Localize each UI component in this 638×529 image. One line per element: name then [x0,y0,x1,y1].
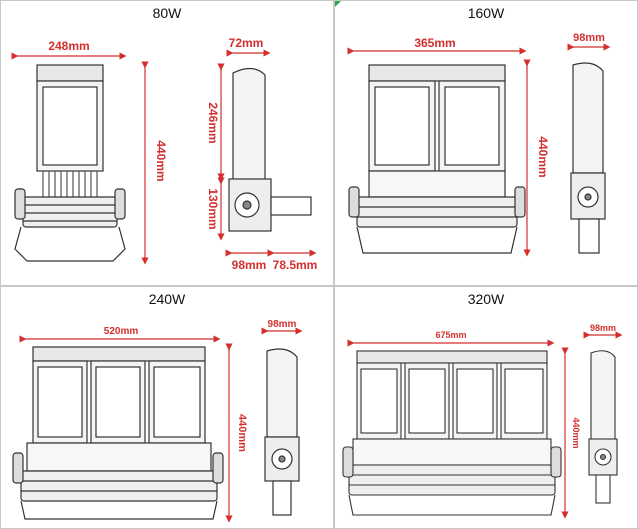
height-label: 440mm [536,136,550,177]
front-dimensions [11,52,149,265]
front-view [12,346,224,520]
panel-160w: 160W 365mm 440mm [334,0,638,286]
front-dimensions [347,339,569,519]
panel-title: 160W [467,5,505,21]
width-label: 248mm [48,39,89,53]
side-width-label: 72mm [229,36,264,50]
width-label: 675mm [435,330,466,340]
height-label: 440mm [571,417,581,448]
side-view [264,348,300,516]
diagram-240w: 520mm 440mm 98mm [12,319,303,523]
panel-title: 240W [148,291,186,307]
front-view [14,64,126,262]
width-label: 365mm [414,36,455,50]
side-width-label: 98mm [590,323,616,333]
side-bottom-left-label: 98mm [232,258,267,272]
side-width-label: 98mm [573,32,605,44]
height-label: 440mm [154,140,168,181]
side-lower-label: 130mm [206,188,220,229]
diagram-80w: 248mm 440mm 72mm 246mm 130mm 98mm 78.5 [11,36,318,272]
side-width-label: 98mm [268,319,297,330]
side-bottom-right-label: 78.5mm [273,258,318,272]
side-view [570,62,606,254]
diagram-320w: 675mm 440mm 98mm [342,323,623,519]
panel-240w: 240W 520mm 440mm [0,286,334,529]
corner-marker [335,1,341,7]
side-dimensions [217,49,317,257]
front-view [348,64,526,254]
panel-title: 80W [152,5,182,21]
side-view [588,350,618,504]
front-dimensions [347,47,531,257]
panel-title: 320W [467,291,505,307]
height-label: 440mm [236,414,248,452]
side-upper-label: 246mm [206,102,220,143]
width-label: 520mm [104,326,139,337]
front-view [342,350,562,516]
panel-320w: 320W 675 [334,286,638,529]
side-view [228,67,312,232]
panel-80w: 80W [0,0,334,286]
front-dimensions [19,335,233,523]
diagram-160w: 365mm 440mm 98mm [347,32,611,257]
